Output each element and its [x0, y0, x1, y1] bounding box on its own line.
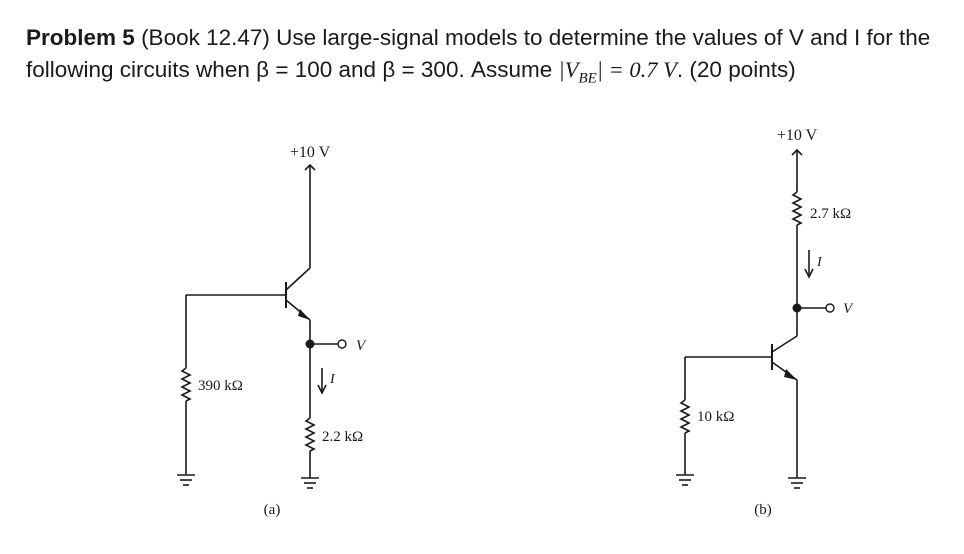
resistor-390k: [180, 367, 192, 402]
output-terminal-b: [825, 303, 835, 313]
current-arrowhead-b: [804, 268, 814, 279]
caption-b: (b): [754, 502, 772, 518]
problem-statement: Problem 5 (Book 12.47) Use large-signal …: [26, 22, 956, 95]
beta-100: β = 100: [256, 57, 333, 82]
emitter-arrow-b: [784, 369, 797, 380]
resistor-2k7-label: 2.7 kΩ: [810, 206, 851, 222]
output-label-a: V: [356, 338, 367, 354]
collector-lead-b: [771, 335, 798, 353]
problem-heading: Problem 5: [26, 25, 135, 50]
current-label-a: I: [329, 372, 336, 387]
circuit-b: +10 V 2.7 kΩ I V 10 kΩ (b: [676, 127, 854, 518]
problem-text: (Book 12.47) Use large-signal models to …: [26, 25, 931, 82]
and-word: and: [338, 57, 377, 82]
current-arrowhead-a: [317, 384, 327, 395]
collector-lead-a: [285, 267, 311, 291]
vbe-subscript: BE: [578, 70, 597, 87]
output-terminal-a: [337, 339, 347, 349]
assume-word: Assume: [470, 57, 553, 82]
supply-label-b: +10 V: [777, 127, 818, 144]
vbe-equation: |VBE| = 0.7 V: [558, 57, 677, 87]
resistor-2k7: [791, 191, 803, 226]
supply-label-a: +10 V: [290, 144, 331, 161]
current-label-b: I: [816, 255, 823, 270]
resistor-2k2-label: 2.2 kΩ: [322, 429, 363, 445]
points-text: . (20 points): [676, 57, 796, 82]
output-label-b: V: [843, 301, 854, 317]
circuit-a: +10 V 390 kΩ V I 2.2 kΩ: [177, 144, 367, 518]
resistor-10k: [679, 399, 691, 434]
emitter-arrow-a: [298, 309, 310, 320]
caption-a: (a): [264, 502, 281, 518]
vbe-lhs: |V: [558, 57, 579, 82]
resistor-2k2: [304, 417, 316, 452]
vbe-rhs: | = 0.7 V: [596, 57, 677, 82]
resistor-390k-label: 390 kΩ: [198, 378, 243, 394]
resistor-10k-label: 10 kΩ: [697, 409, 734, 425]
beta-300: β = 300.: [382, 57, 465, 82]
